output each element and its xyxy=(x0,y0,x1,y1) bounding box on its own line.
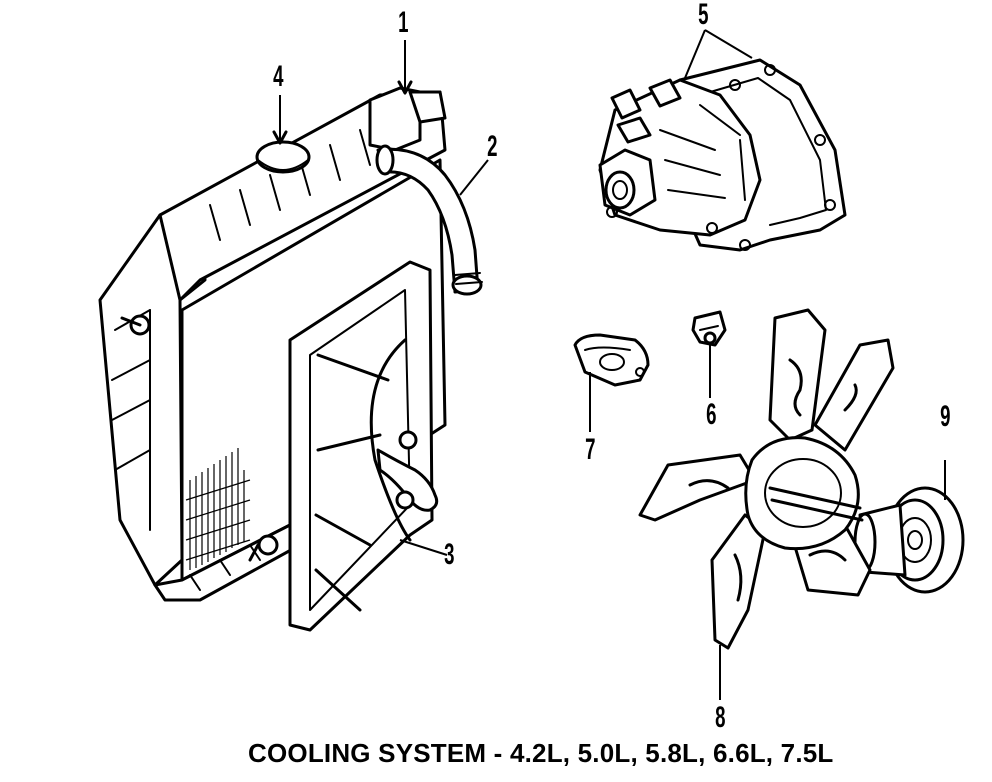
callout-8: 8 xyxy=(715,701,726,734)
radiator xyxy=(98,86,447,602)
upper-hose xyxy=(375,144,483,296)
callout-4: 4 xyxy=(273,60,284,93)
radiator-cap xyxy=(255,140,311,174)
callout-1: 1 xyxy=(398,6,409,39)
water-pump xyxy=(598,58,847,252)
callout-5: 5 xyxy=(698,0,709,31)
fan-shroud xyxy=(288,260,439,632)
leader-lines xyxy=(272,29,946,700)
temperature-sender xyxy=(691,310,727,347)
callout-2: 2 xyxy=(487,130,498,163)
callout-6: 6 xyxy=(706,398,717,431)
fan-blade-assembly xyxy=(638,308,895,650)
callout-3: 3 xyxy=(444,538,455,571)
diagram-caption: COOLING SYSTEM - 4.2L, 5.0L, 5.8L, 6.6L,… xyxy=(248,738,834,768)
thermostat-housing xyxy=(573,333,650,387)
callout-7: 7 xyxy=(585,433,596,466)
callout-9: 9 xyxy=(940,400,951,433)
fan-clutch xyxy=(853,486,965,594)
